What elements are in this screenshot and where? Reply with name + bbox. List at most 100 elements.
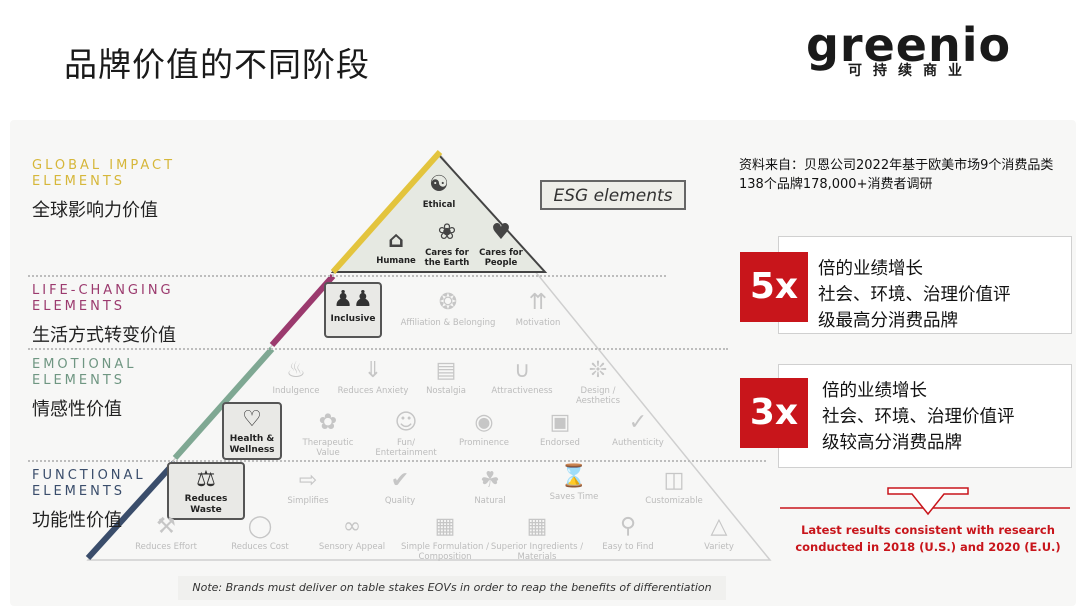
element-label: Fun/ Entertainment [375,438,437,458]
stat-line: 倍的业绩增长 [822,381,927,401]
element-label: Natural [474,496,506,506]
element-label: Easy to Find [602,542,654,552]
element-simplifies: ⇨ Simplifies [270,468,346,506]
element-prominence: ◉ Prominence [446,410,522,448]
element-ethical: ☯ Ethical [404,172,474,210]
stat-number-5x: 5x [740,252,808,322]
element-label: Health & Wellness [229,434,275,455]
element-endorsed: ▣ Endorsed [522,410,598,448]
element-label: Customizable [645,496,703,506]
stat-desc-3x: 倍的业绩增长 社会、环境、治理价值评 级较高分消费品牌 [822,378,1015,456]
element-nostalgia: ▤ Nostalgia [410,358,482,396]
bag-icon: ⚖ [196,467,216,492]
element-inclusive: ♟♟ Inclusive [324,282,382,338]
element-label: Endorsed [540,438,580,448]
badge-check-icon: ✔ [390,468,410,493]
faces-icon: ☺ [394,410,418,435]
level-global: GLOBAL IMPACT ELEMENTS 全球影响力价值 [32,158,202,222]
element-label: Reduces Waste [184,494,228,515]
element-label: Cares for People [479,248,523,268]
element-label: Affiliation & Belonging [400,318,496,328]
element-customizable: ◫ Customizable [632,468,716,506]
level-emotional: EMOTIONAL ELEMENTS 情感性价值 [32,357,182,421]
element-cares-people: ♥ Cares for People [470,220,532,268]
heart-hand-icon: ♥ [491,220,511,245]
people-icon: ♟♟ [333,287,373,312]
element-reduces-cost: ◯ Reduces Cost [222,514,298,552]
stat-line: 社会、环境、治理价值评 [818,285,1011,305]
element-health-wellness: ♡ Health & Wellness [222,402,282,460]
edge-life [269,274,336,347]
element-quality: ✔ Quality [362,468,438,506]
palette-icon: ❊ [588,358,608,383]
level-emotional-zh: 情感性价值 [32,399,122,420]
page-title: 品牌价值的不同阶段 [64,45,370,84]
house-icon: ⌂ [388,228,404,253]
grid-icon: ▦ [434,514,456,539]
element-saves-time: ⌛ Saves Time [536,464,612,502]
element-cares-earth: ❀ Cares for the Earth [416,220,478,268]
level-global-zh: 全球影响力价值 [32,200,158,221]
element-label: Reduces Cost [231,542,289,552]
brand-logo: greenio [806,18,1012,72]
element-label: Motivation [515,318,561,328]
runner-icon: ⇈ [528,290,548,315]
medal-icon: ◉ [474,410,494,435]
certificate-icon: ▣ [549,410,571,435]
check-icon: ✓ [628,410,648,435]
heartbeat-icon: ♡ [242,407,262,432]
plant-icon: ☘ [480,468,500,493]
element-attractiveness: ∪ Attractiveness [484,358,560,396]
element-label: Reduces Effort [135,542,197,552]
element-label: Saves Time [549,492,599,502]
element-indulgence: ♨ Indulgence [258,358,334,396]
element-label: Attractiveness [491,386,553,396]
element-fun: ☺ Fun/ Entertainment [366,410,446,458]
stat-desc-5x: 倍的业绩增长 社会、环境、治理价值评 级最高分消费品牌 [818,256,1011,334]
level-life: LIFE-CHANGING ELEMENTS 生活方式转变价值 [32,283,202,347]
element-label: Superior Ingredients / Materials [490,542,584,562]
separator-line [28,348,728,350]
element-label: Therapeutic Value [302,438,354,458]
element-reduces-effort: ⚒ Reduces Effort [128,514,204,552]
world-hands-icon: ☯ [429,172,449,197]
source-citation: 资料来自：贝恩公司2022年基于欧美市场9个消费品类 138个品牌178,000… [739,158,1054,192]
element-label: Prominence [458,438,510,448]
down-arrow-icon [780,487,1070,516]
element-label: Authenticity [612,438,664,448]
stat-line: 倍的业绩增长 [818,259,923,279]
cupcake-icon: ♨ [286,358,306,383]
nose-icon: ∞ [342,514,362,539]
level-life-en: LIFE-CHANGING ELEMENTS [32,283,174,314]
element-therapeutic: ✿ Therapeutic Value [290,410,366,458]
element-humane: ⌂ Humane [365,228,427,266]
element-reduces-anxiety: ⇓ Reduces Anxiety [330,358,416,396]
stat-line: 级较高分消费品牌 [822,433,962,453]
footnote: Note: Brands must deliver on table stake… [178,576,726,600]
element-easy-to-find: ⚲ Easy to Find [590,514,666,552]
element-label: Indulgence [272,386,320,396]
element-simple-formulation: ▦ Simple Formulation / Composition [396,514,494,562]
stat-line: 级最高分消费品牌 [818,311,958,331]
hourglass-icon: ⌛ [560,464,588,489]
element-label: Variety [704,542,734,552]
brand-logo-subtitle: 可持续商业 [848,63,973,79]
element-superior-ingredients: ▦ Superior Ingredients / Materials [488,514,586,562]
element-label: Simple Formulation / Composition [401,542,489,562]
stat-line: 社会、环境、治理价值评 [822,407,1015,427]
level-life-zh: 生活方式转变价值 [32,325,176,346]
magnet-icon: ∪ [513,358,531,383]
level-functional: FUNCTIONAL ELEMENTS 功能性价值 [32,468,172,532]
element-label: Cares for the Earth [424,248,470,268]
latest-results-note: Latest results consistent with research … [795,523,1061,554]
separator-line [28,275,666,277]
edge-global [330,150,443,274]
element-label: Nostalgia [426,386,466,396]
stat-card-3x [778,364,1072,468]
basket-icon: ▦ [526,514,548,539]
element-label: Inclusive [330,314,376,324]
edge-functional [85,459,178,561]
element-label: Reduces Anxiety [337,386,409,396]
puzzle-icon: ◫ [663,468,685,493]
